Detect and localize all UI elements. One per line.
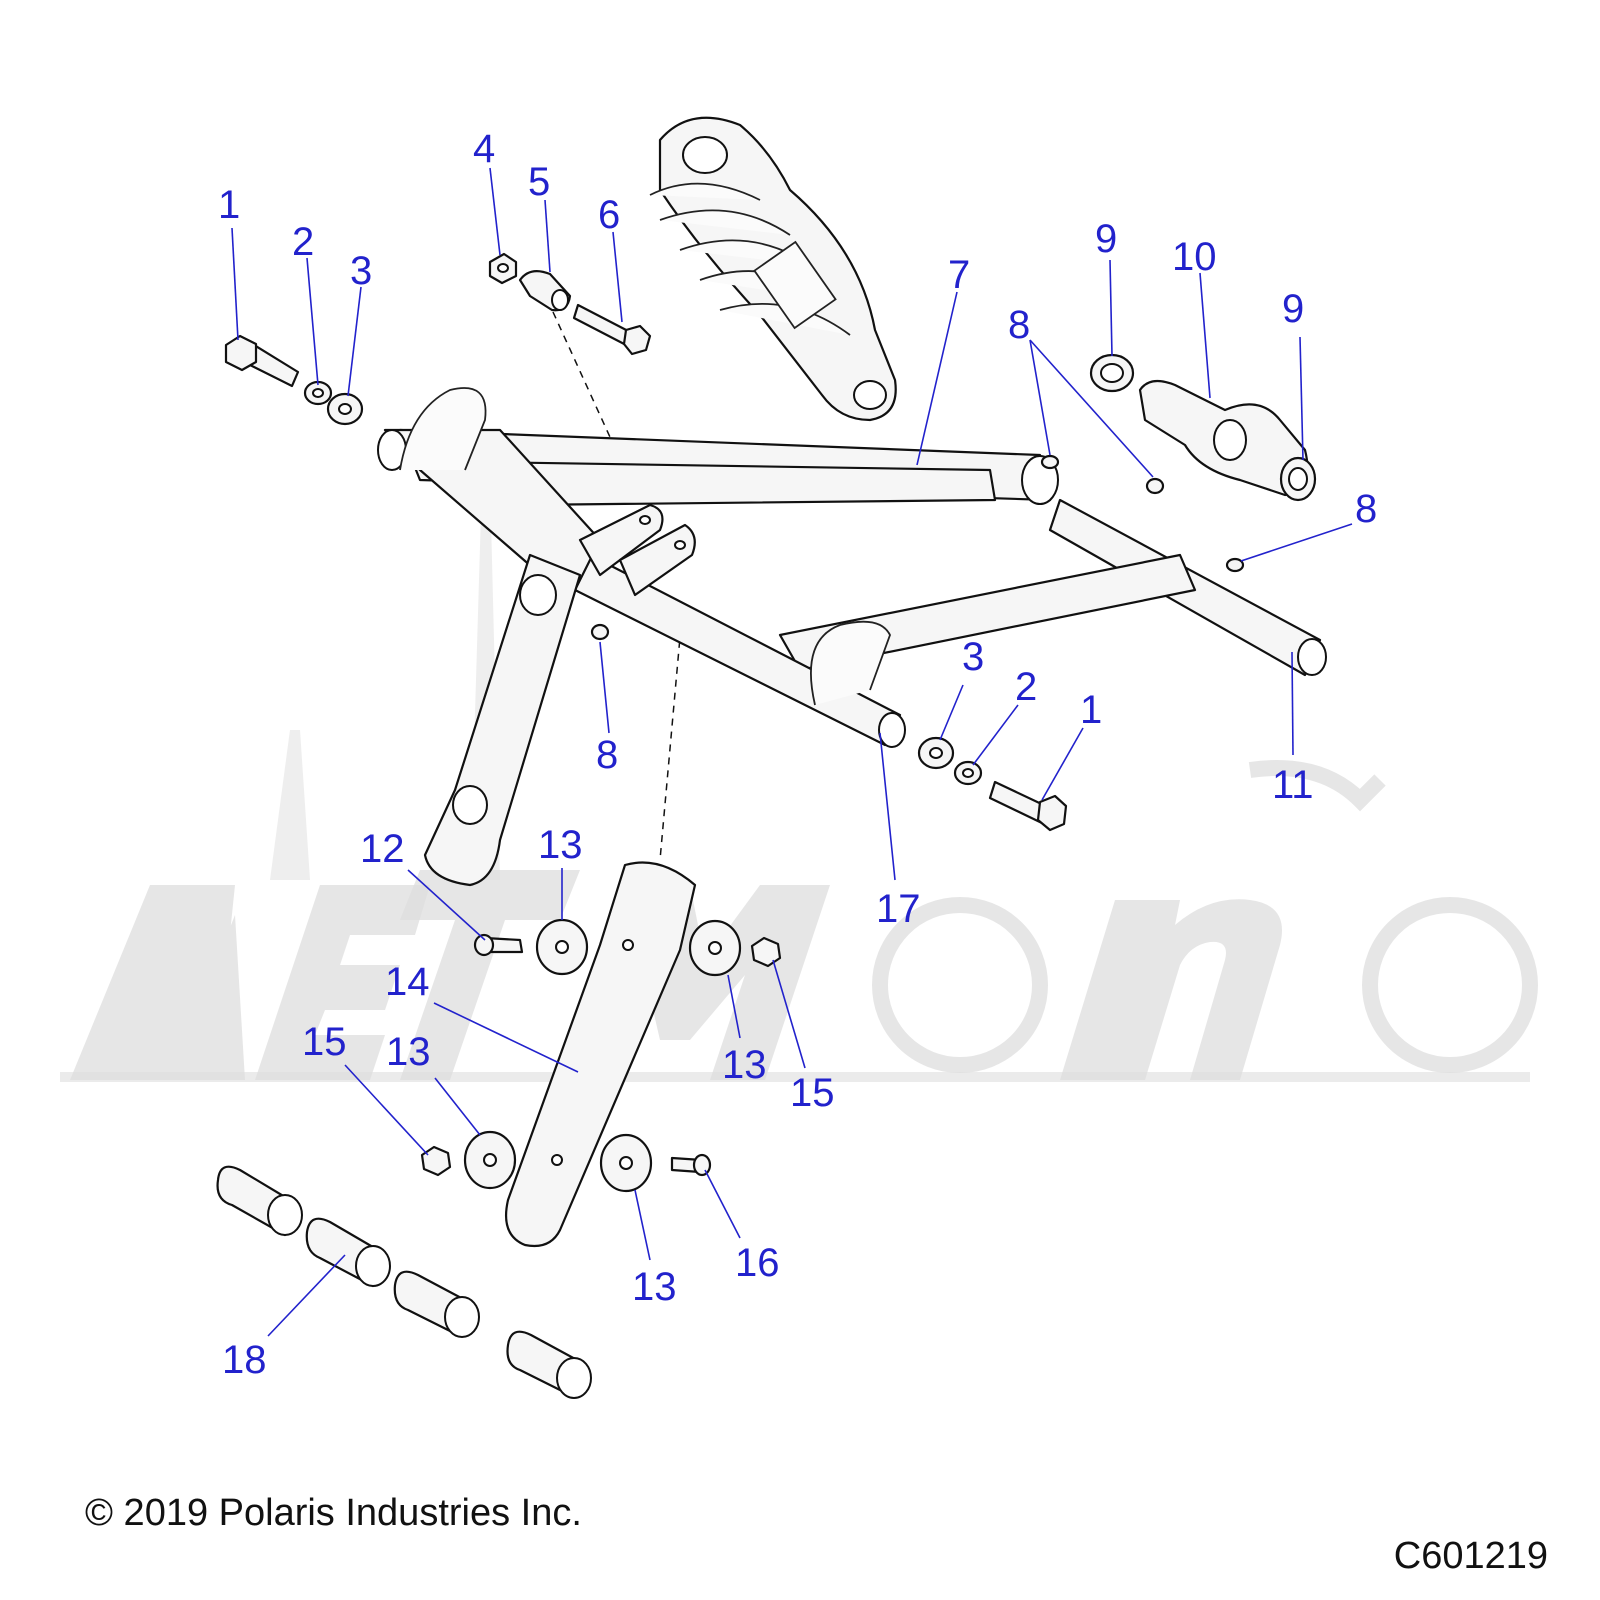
callout-8-right: 8 bbox=[1355, 487, 1377, 531]
copyright-notice: © 2019 Polaris Industries Inc. bbox=[85, 1492, 582, 1534]
right-bolt-hardware bbox=[917, 736, 1068, 832]
callout-13: 13 bbox=[538, 823, 583, 867]
rear-link-upper bbox=[423, 553, 582, 887]
callout-17: 17 bbox=[876, 887, 921, 931]
callout-16: 16 bbox=[735, 1241, 780, 1285]
callout-3-right: 3 bbox=[962, 635, 984, 679]
callout-13-bottom: 13 bbox=[632, 1265, 677, 1309]
alignment-line-lower bbox=[659, 614, 683, 861]
callout-labels: 1 2 3 4 5 6 7 8 9 10 9 8 3 2 1 8 11 17 1… bbox=[218, 127, 1377, 1382]
callout-9-right: 9 bbox=[1282, 287, 1304, 331]
callout-18: 18 bbox=[222, 1338, 267, 1382]
callout-2: 2 bbox=[292, 220, 314, 264]
left-bolt-hardware bbox=[224, 334, 364, 426]
callout-6: 6 bbox=[598, 193, 620, 237]
callout-14: 14 bbox=[385, 960, 430, 1004]
top-shock-hardware bbox=[488, 252, 652, 356]
right-bracket-hardware bbox=[1089, 353, 1317, 502]
callout-15-left: 15 bbox=[302, 1020, 347, 1064]
callout-8-lower: 8 bbox=[596, 733, 618, 777]
callout-15-right: 15 bbox=[790, 1071, 835, 1115]
leader-lines bbox=[231, 167, 1353, 1337]
callout-3: 3 bbox=[350, 249, 372, 293]
callout-5: 5 bbox=[528, 160, 550, 204]
shock-absorber bbox=[649, 116, 897, 422]
callout-11: 11 bbox=[1272, 763, 1314, 807]
callout-12: 12 bbox=[360, 827, 405, 871]
callout-1-right: 1 bbox=[1080, 688, 1102, 732]
callout-1: 1 bbox=[218, 183, 240, 227]
callout-9: 9 bbox=[1095, 217, 1117, 261]
callout-13-right: 13 bbox=[722, 1043, 767, 1087]
callout-7: 7 bbox=[948, 253, 970, 297]
link-hardware bbox=[420, 918, 782, 1193]
callout-13-left: 13 bbox=[386, 1030, 431, 1074]
callout-4: 4 bbox=[473, 127, 495, 171]
callout-10: 10 bbox=[1172, 235, 1217, 279]
bushings bbox=[216, 1165, 592, 1399]
drawing-number: C601219 bbox=[1394, 1535, 1548, 1577]
callout-8: 8 bbox=[1008, 303, 1030, 347]
callout-2-right: 2 bbox=[1015, 665, 1037, 709]
grease-fittings bbox=[590, 454, 1245, 641]
rear-link-lower bbox=[504, 861, 697, 1248]
